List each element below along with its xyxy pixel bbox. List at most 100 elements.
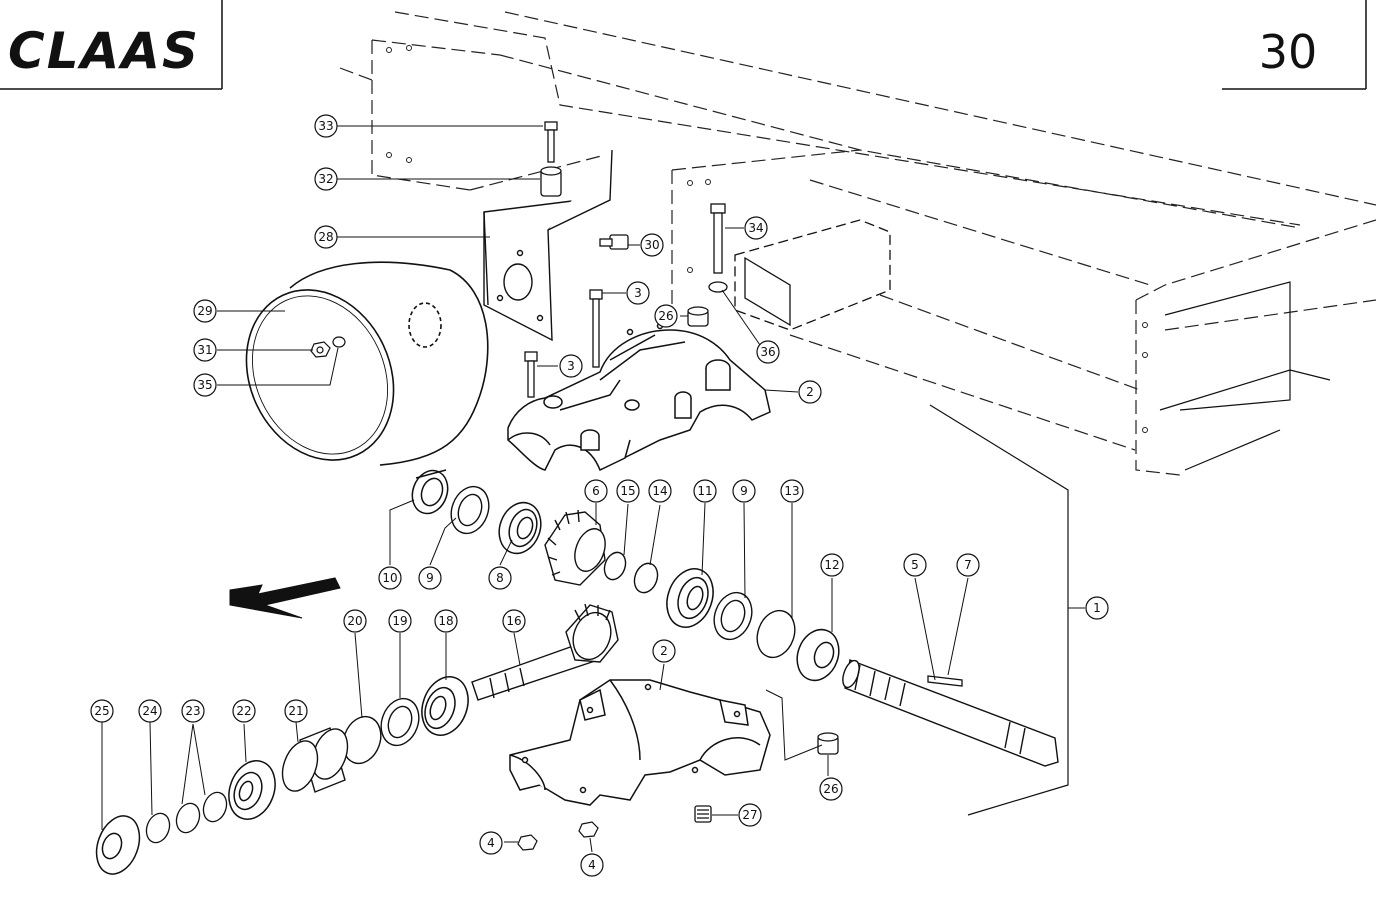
callout-circle <box>559 354 583 378</box>
callout-number: 3 <box>634 286 642 300</box>
callout-c15: 15 <box>616 479 640 503</box>
callout-c22: 22 <box>232 699 256 723</box>
callout-c8: 8 <box>488 566 512 590</box>
callout-c21: 21 <box>284 699 308 723</box>
housing-lower-2 <box>509 679 771 806</box>
bracket-28 <box>483 149 613 342</box>
machine-frame-phantom <box>339 11 1376 476</box>
callout-c9b: 9 <box>418 566 442 590</box>
washer-35 <box>332 336 346 348</box>
callout-number: 33 <box>318 119 333 133</box>
callout-c26b: 26 <box>819 777 843 801</box>
shaft-5 <box>842 659 1059 767</box>
callout-c28: 28 <box>314 225 338 249</box>
callout-number: 8 <box>496 571 504 585</box>
callout-number: 20 <box>347 614 362 628</box>
callout-circle <box>640 233 664 257</box>
callout-circle <box>343 609 367 633</box>
callout-c18: 18 <box>434 609 458 633</box>
spacer-32 <box>540 166 562 197</box>
callout-c27: 27 <box>738 803 762 827</box>
bearing-22 <box>228 760 276 820</box>
callout-circle <box>903 553 927 577</box>
bolt-33 <box>544 121 558 163</box>
circlip-15 <box>603 551 627 581</box>
callout-circle <box>819 777 843 801</box>
callout-number: 18 <box>438 614 453 628</box>
callout-circle <box>314 167 338 191</box>
seal-12 <box>796 628 840 682</box>
callout-number: 26 <box>658 309 673 323</box>
callout-c32: 32 <box>314 167 338 191</box>
callout-circle <box>314 225 338 249</box>
plug-27 <box>694 805 712 823</box>
callout-circle <box>693 479 717 503</box>
callout-c12: 12 <box>820 553 844 577</box>
callout-circle <box>654 304 678 328</box>
callout-number: 24 <box>142 704 157 718</box>
callout-number: 7 <box>964 558 972 572</box>
callout-circle <box>652 639 676 663</box>
callout-c13: 13 <box>780 479 804 503</box>
callout-c7: 7 <box>956 553 980 577</box>
callout-c1: 1 <box>1085 596 1109 620</box>
callout-number: 28 <box>318 230 333 244</box>
nut-4b <box>578 821 599 838</box>
callout-circle <box>956 553 980 577</box>
brand-logo: CLAAS <box>8 22 200 80</box>
bolt-34 <box>710 203 726 274</box>
callout-circle <box>738 803 762 827</box>
callout-c14: 14 <box>648 479 672 503</box>
callout-c2a: 2 <box>798 380 822 404</box>
callout-number: 30 <box>644 238 659 252</box>
circlip-24 <box>145 812 171 844</box>
bearing-10 <box>411 469 449 515</box>
callout-c33: 33 <box>314 114 338 138</box>
callout-circle <box>616 479 640 503</box>
callout-number: 22 <box>236 704 251 718</box>
sleeve-21 <box>281 727 349 793</box>
callout-circle <box>378 566 402 590</box>
callout-number: 35 <box>197 378 212 392</box>
callout-number: 5 <box>911 558 919 572</box>
key-7 <box>927 675 963 687</box>
square-tube-stub <box>734 219 891 331</box>
callout-circle <box>580 853 604 877</box>
bolt-3-front <box>524 351 538 398</box>
callout-number: 15 <box>620 484 635 498</box>
callout-number: 2 <box>806 385 814 399</box>
callout-circle <box>232 699 256 723</box>
bearing-8 <box>498 501 542 555</box>
washer-36 <box>708 281 728 293</box>
direction-arrow <box>229 577 341 619</box>
callout-number: 10 <box>382 571 397 585</box>
callout-c2b: 2 <box>652 639 676 663</box>
shim-23a <box>202 791 228 823</box>
bevel-gear-6 <box>544 509 606 586</box>
callout-c26a: 26 <box>654 304 678 328</box>
callout-circle <box>193 299 217 323</box>
callout-c30: 30 <box>640 233 664 257</box>
callout-c20: 20 <box>343 609 367 633</box>
ring-19 <box>380 697 420 747</box>
bolt-30 <box>599 234 629 250</box>
callout-c29: 29 <box>193 299 217 323</box>
callout-number: 13 <box>784 484 799 498</box>
housing-upper-2 <box>507 322 771 472</box>
callout-c19: 19 <box>388 609 412 633</box>
callout-c25: 25 <box>90 699 114 723</box>
nut-4a <box>517 834 538 851</box>
callout-circle <box>193 373 217 397</box>
callout-circle <box>648 479 672 503</box>
callout-number: 26 <box>823 782 838 796</box>
callout-circle <box>820 553 844 577</box>
spacer-14 <box>633 562 659 594</box>
nut-31 <box>310 341 331 358</box>
pinion-shaft-16 <box>471 603 619 701</box>
leader-lines <box>101 125 1085 853</box>
callout-circle <box>314 114 338 138</box>
bearing-11 <box>666 568 714 628</box>
callout-number: 27 <box>742 808 757 822</box>
callout-number: 9 <box>740 484 748 498</box>
